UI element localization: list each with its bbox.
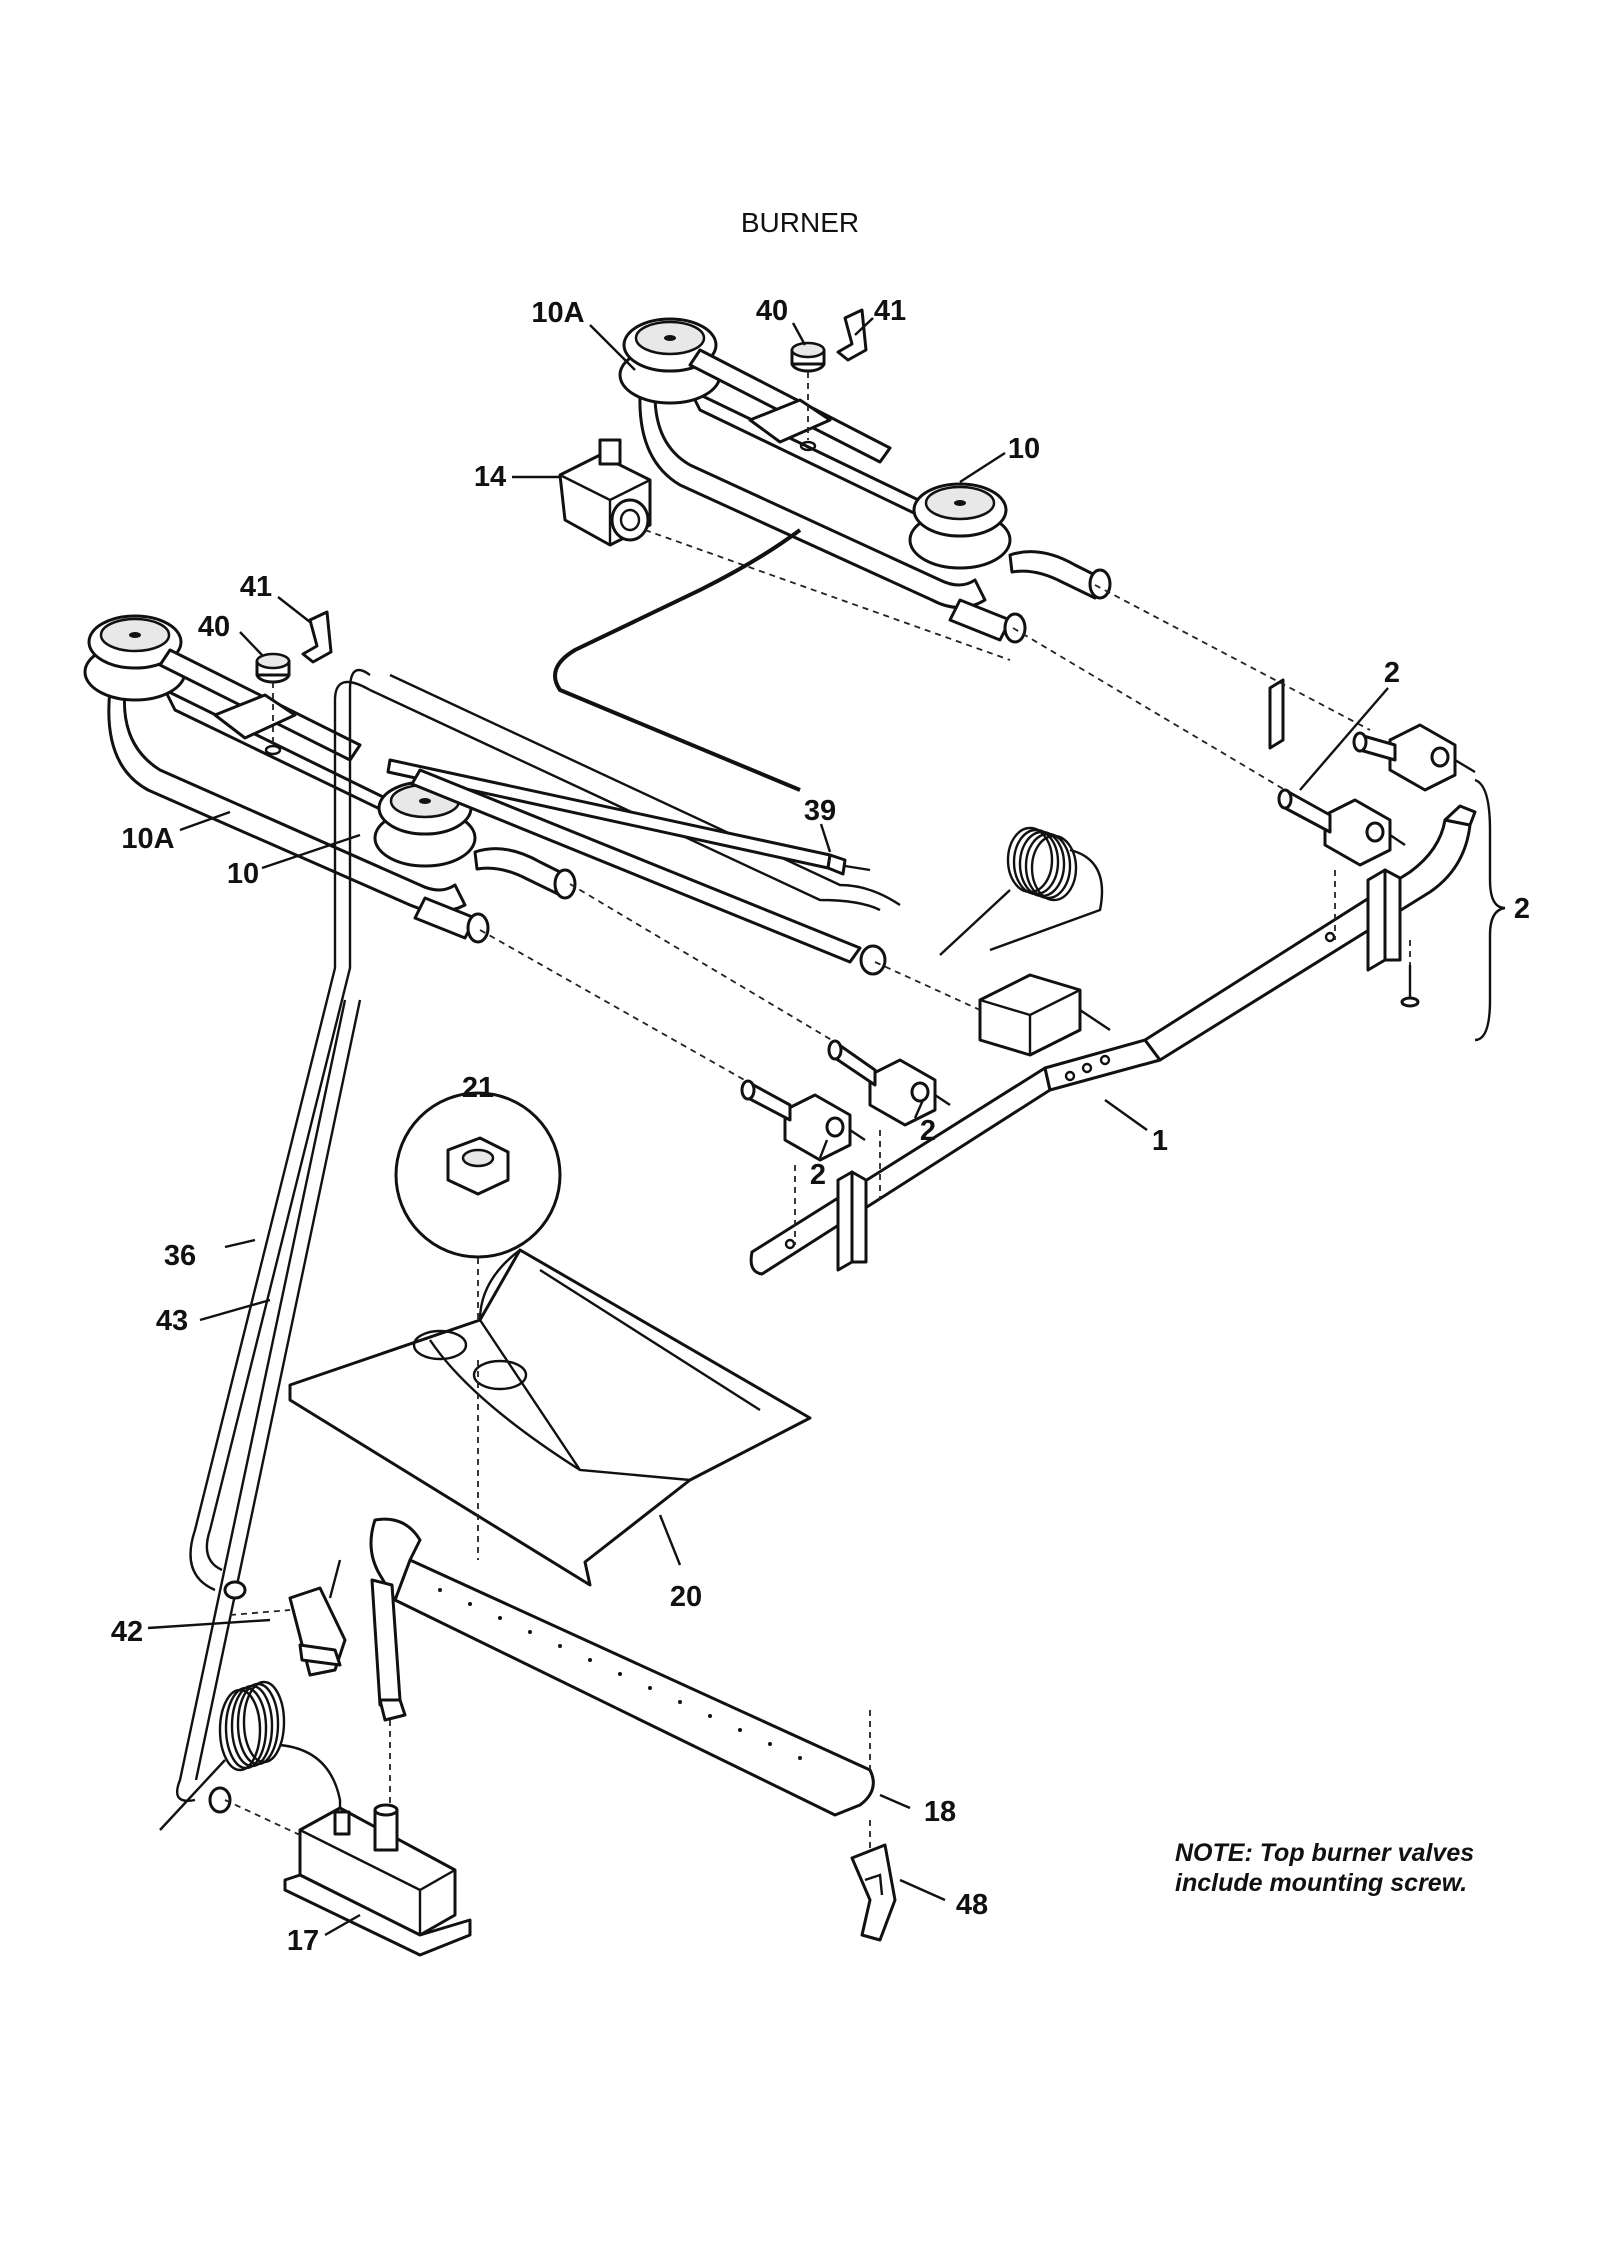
callout-43: 43: [156, 1305, 188, 1337]
pilot-tube: [386, 758, 887, 976]
burner-assembly-top: [618, 317, 1112, 644]
burner-valve-mid-lower: [740, 1079, 866, 1162]
callout-10a-top: 10A: [531, 297, 584, 329]
callout-17: 17: [287, 1925, 319, 1957]
callout-10a-left: 10A: [121, 823, 174, 855]
diagram-note: NOTE: Top burner valves include mounting…: [1175, 1838, 1474, 1898]
pilot-igniter-bracket: [229, 1559, 347, 1677]
igniter-bracket-left: [301, 610, 333, 664]
mounting-screw: [1400, 940, 1420, 1008]
tube-fitting-left: [223, 1580, 247, 1600]
callout-10-top: 10: [1008, 433, 1040, 465]
manifold-pipe: [749, 804, 1477, 1276]
diagram-title: BURNER: [741, 207, 859, 238]
callout-14: 14: [474, 461, 506, 493]
manifold-bracket-left: [836, 1170, 868, 1272]
callout-10-left: 10: [227, 858, 259, 890]
oven-valve-top: [978, 973, 1111, 1057]
callout-21: 21: [462, 1072, 494, 1104]
manifold-bracket-top: [1268, 678, 1285, 750]
note-line-1: NOTE: Top burner valves: [1175, 1839, 1475, 1867]
sensing-bulb-coil-top: [939, 826, 1104, 956]
oven-burner-bracket: [850, 1843, 897, 1942]
callout-41-top: 41: [874, 295, 906, 327]
sensing-bulb-coil-bottom: [159, 1680, 342, 1831]
callout-2-mid-a: 2: [920, 1115, 936, 1147]
flame-spreader: [288, 1248, 812, 1587]
callout-20: 20: [670, 1581, 702, 1613]
thermocouple-wire: [553, 528, 802, 792]
burner-valve-right-upper: [1352, 723, 1476, 792]
callout-2-bracket: 2: [1514, 893, 1530, 925]
callout-39: 39: [804, 795, 836, 827]
callout-2-right-top: 2: [1384, 657, 1400, 689]
callout-48: 48: [956, 1889, 988, 1921]
note-line-2: include mounting screw.: [1175, 1869, 1468, 1897]
callout-2-mid-b: 2: [810, 1159, 826, 1191]
gas-tubes: [175, 668, 901, 1802]
callout-36: 36: [164, 1240, 196, 1272]
burner-assembly-left: [83, 614, 577, 944]
oven-burner-tube: [369, 1517, 875, 1820]
inset-circle-nut: [394, 1091, 562, 1358]
igniter-cap-top: [790, 341, 826, 452]
oven-thermostat: [283, 1803, 472, 1957]
leader-lines: [147, 317, 1506, 1937]
callout-1: 1: [1152, 1125, 1168, 1157]
burner-ports: [438, 1588, 802, 1760]
callout-40-left: 40: [198, 611, 230, 643]
callout-42: 42: [111, 1616, 143, 1648]
igniter-cap-left: [255, 652, 291, 756]
manifold-bracket-right: [1366, 868, 1402, 972]
callout-41-left: 41: [240, 571, 272, 603]
burner-valve-right-lower: [1277, 788, 1406, 867]
igniter-bracket-top: [836, 308, 868, 362]
pressure-regulator: [558, 438, 652, 547]
callout-40-top: 40: [756, 295, 788, 327]
callout-18: 18: [924, 1796, 956, 1828]
